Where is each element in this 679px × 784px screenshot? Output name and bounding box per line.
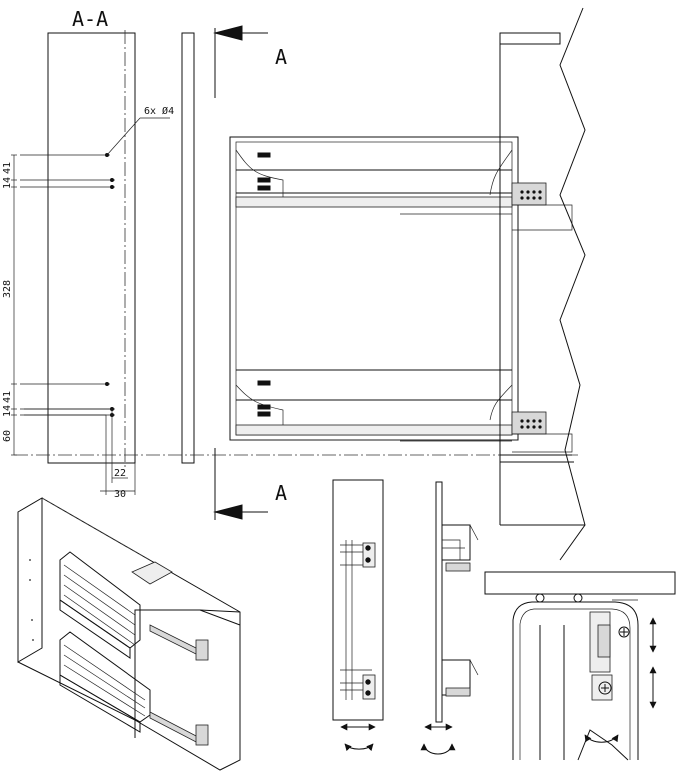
- rail-outline: [24, 408, 113, 470]
- section-title: A-A: [72, 7, 108, 31]
- dimension-30: 30: [114, 489, 126, 500]
- dimension-22: 22: [114, 468, 126, 479]
- iso-right-panel: [134, 609, 241, 771]
- basket-frame: [229, 136, 519, 441]
- edge-lower-runner: [445, 687, 471, 697]
- upper-rail: [512, 204, 573, 231]
- section-marker-bottom: A: [213, 448, 287, 520]
- upper-basket-tray: [235, 196, 513, 208]
- iso-left-panel: [17, 497, 43, 663]
- rotation-arrow-icon: [420, 743, 456, 755]
- cabinet-wall: [499, 7, 586, 561]
- bracket-holes: [520, 190, 542, 429]
- isometric-view: [17, 497, 241, 771]
- lower-rail: [512, 433, 573, 453]
- iso-upper-bracket: [195, 639, 209, 661]
- section-letter-bottom: A: [275, 481, 287, 505]
- dimension-328: 328: [2, 280, 13, 298]
- front-view-basket: [229, 136, 573, 453]
- drill-holes: [20, 153, 115, 417]
- screw-group-upper: [257, 152, 271, 191]
- detail-runner-profile: [512, 601, 639, 760]
- section-letter-top: A: [275, 45, 287, 69]
- edge-upper-runner: [445, 562, 471, 572]
- door-panel-section: [181, 32, 195, 464]
- section-view-a-a: A-A 6x Ø4: [2, 7, 195, 500]
- dimension-14-bottom: 14: [2, 405, 13, 417]
- dimension-14-top: 14: [2, 177, 13, 189]
- iso-lower-bracket: [195, 724, 209, 746]
- side-panel-outline: [332, 479, 384, 721]
- dimension-41-bottom: 41: [2, 391, 13, 403]
- hole-note: 6x Ø4: [144, 105, 174, 117]
- hole-note-leader: [106, 117, 141, 156]
- side-panel-view: [332, 479, 384, 752]
- upper-runner-bracket: [511, 182, 547, 206]
- section-arrow-icon: [213, 504, 243, 520]
- iso-upper-runner: [149, 624, 201, 657]
- edge-view: [420, 481, 479, 755]
- break-line: [559, 7, 586, 561]
- lower-runner-bracket: [511, 411, 547, 435]
- dimension-60: 60: [2, 430, 13, 442]
- detail-top-shelf: [484, 571, 676, 595]
- iso-lower-runner: [149, 711, 201, 745]
- lower-basket-tray: [235, 424, 513, 436]
- rotation-arrow-icon: [584, 734, 619, 743]
- adjust-screw-lower: [598, 681, 612, 695]
- edge-door-panel: [435, 481, 443, 723]
- dimension-ticks: [11, 154, 17, 456]
- section-arrow-icon: [213, 25, 243, 41]
- screw-group-lower: [257, 380, 271, 417]
- iso-basket-lower: [59, 631, 151, 733]
- dimension-41-top: 41: [2, 162, 13, 174]
- detail-view: [484, 571, 676, 761]
- iso-top-cap: [131, 561, 173, 585]
- cabinet-side-panel: [47, 32, 136, 464]
- section-marker-top: A: [213, 25, 287, 98]
- adjust-screw-upper: [618, 626, 630, 638]
- rotation-arrow-icon: [344, 743, 374, 752]
- iso-basket-upper: [59, 551, 141, 659]
